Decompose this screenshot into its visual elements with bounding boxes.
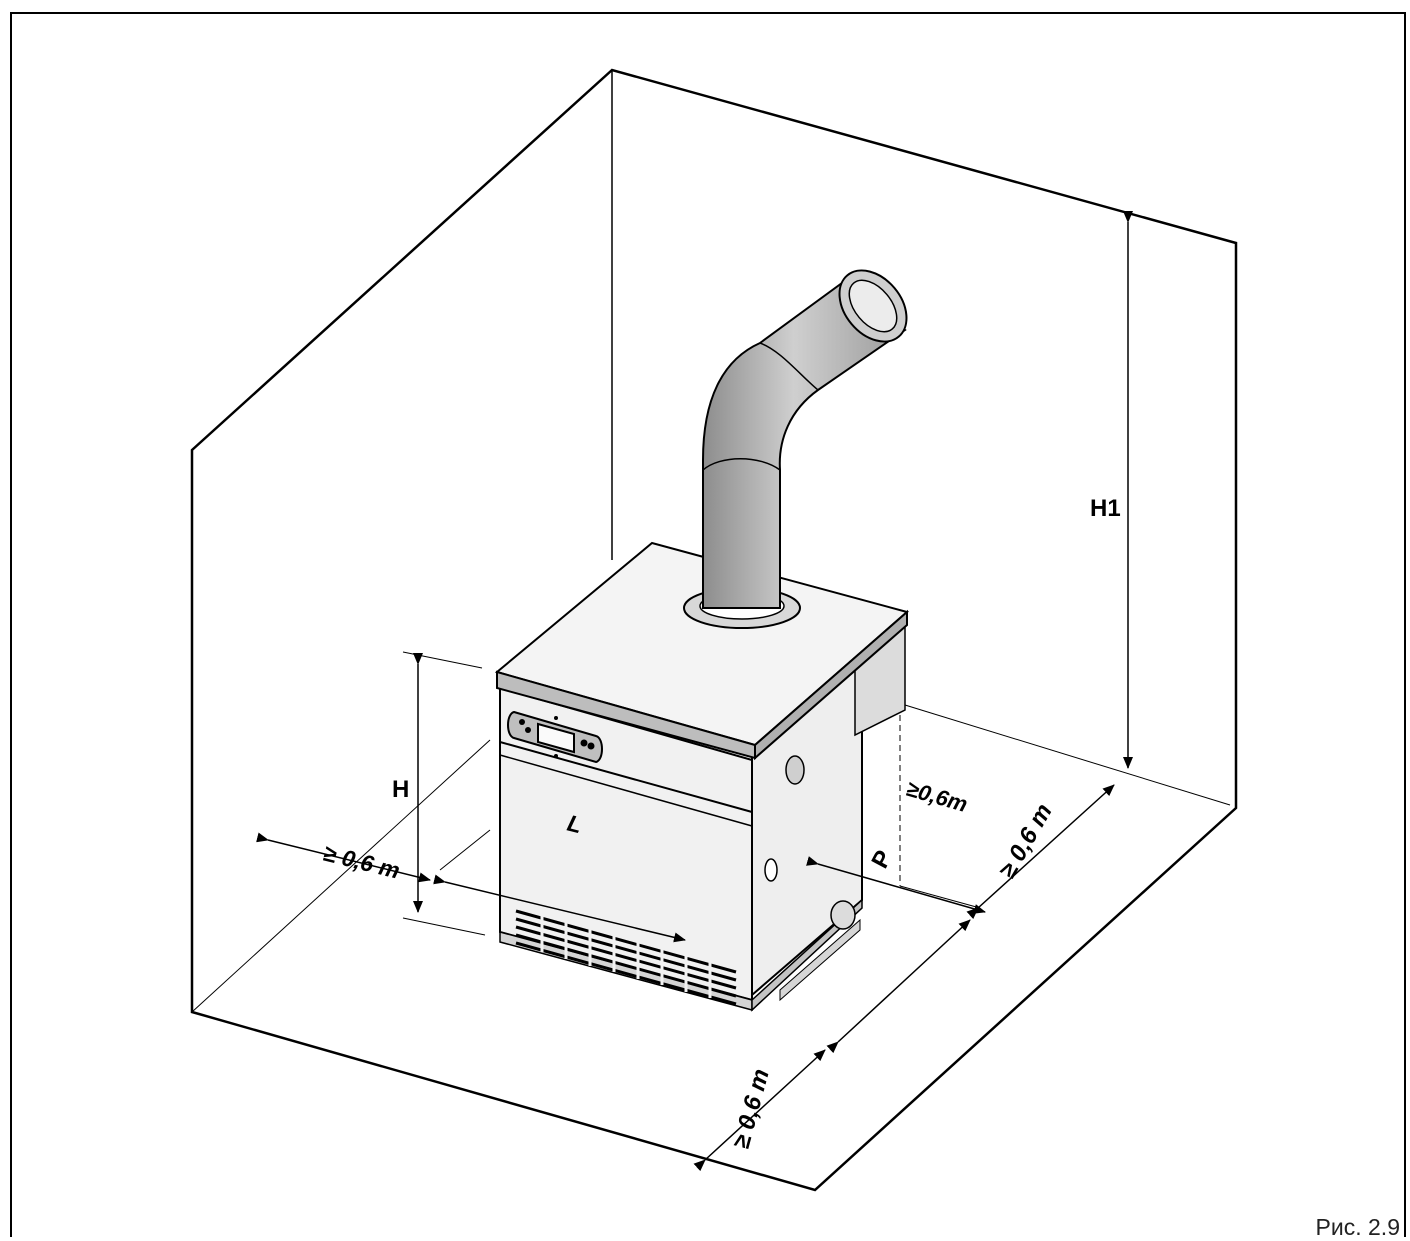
- boiler-lid-side-lip: [754, 609, 908, 761]
- label-clearance-rear: ≥ 0,6 m: [994, 799, 1058, 883]
- room-walls: [190, 68, 1238, 1192]
- dim-line-L: [433, 874, 686, 943]
- label-H: H: [392, 776, 409, 803]
- flue-elbow: [702, 281, 907, 609]
- figure-caption: Рис. 2.9: [1315, 1214, 1400, 1240]
- dim-line-P: [826, 919, 971, 1054]
- dim-line-left-clearance: [256, 832, 431, 883]
- dimension-lines: [256, 211, 1133, 1172]
- label-P: P: [866, 846, 897, 873]
- floor-right-guide: [904, 704, 1231, 806]
- side-fitting-top: [785, 755, 805, 785]
- floor-left-guide: [191, 739, 491, 1013]
- control-display: [537, 722, 575, 754]
- control-panel: [507, 710, 603, 764]
- figure-frame: [10, 12, 1406, 1237]
- flue-pipe: [683, 269, 908, 629]
- label-L: L: [565, 810, 585, 839]
- dim-line-right-clearance: [806, 856, 986, 914]
- label-clearance-front: ≥ 0,6 m: [728, 1066, 775, 1151]
- label-clearance-right: ≥0,6m: [904, 776, 971, 817]
- room-outline: [190, 68, 1238, 1192]
- dim-line-rear-clearance: [966, 784, 1115, 920]
- side-fitting-bottom: [830, 900, 856, 930]
- dim-line-front-clearance: [693, 1049, 826, 1172]
- label-clearance-left: ≥ 0,6 m: [321, 840, 403, 884]
- side-fitting-mid: [764, 858, 778, 882]
- label-H1: H1: [1090, 495, 1121, 522]
- boiler: [494, 541, 910, 1012]
